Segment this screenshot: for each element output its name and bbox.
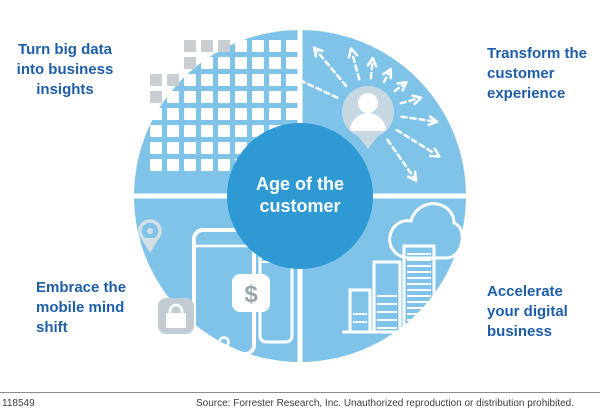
radiating-arrows — [290, 46, 441, 183]
person-radiating-arrows-icon — [290, 46, 441, 183]
person-head — [358, 93, 378, 113]
person-shoulders — [350, 113, 386, 131]
source-attribution: Source: Forrester Research, Inc. Unautho… — [196, 398, 574, 409]
diagram-canvas: $ — [134, 30, 466, 362]
building-window-stripes — [353, 253, 431, 329]
shopping-bag-icon — [158, 298, 194, 334]
figure-number: 118549 — [2, 398, 35, 409]
smartphone-location-shopping-icons: $ — [138, 219, 294, 356]
footer: 118549 Source: Forrester Research, Inc. … — [0, 392, 600, 415]
city-buildings-cloud-icon — [342, 202, 466, 334]
cloud-icon — [388, 202, 464, 260]
center-label: Age of the customer — [256, 174, 344, 216]
label-digital-business: Accelerate your digital business — [487, 283, 568, 340]
label-mobile-mind-shift: Embrace the mobile mind shift — [36, 279, 127, 336]
label-customer-experience: Transform the customer experience — [487, 45, 588, 102]
badge-tail — [358, 136, 378, 149]
dollar-sign: $ — [244, 281, 258, 308]
pixel-mosaic-icon — [150, 40, 298, 171]
label-big-data: Turn big data into business insights — [16, 41, 114, 98]
dollar-badge-icon: $ — [232, 274, 270, 312]
location-pin-icon — [138, 219, 162, 253]
center-circle — [227, 123, 373, 269]
